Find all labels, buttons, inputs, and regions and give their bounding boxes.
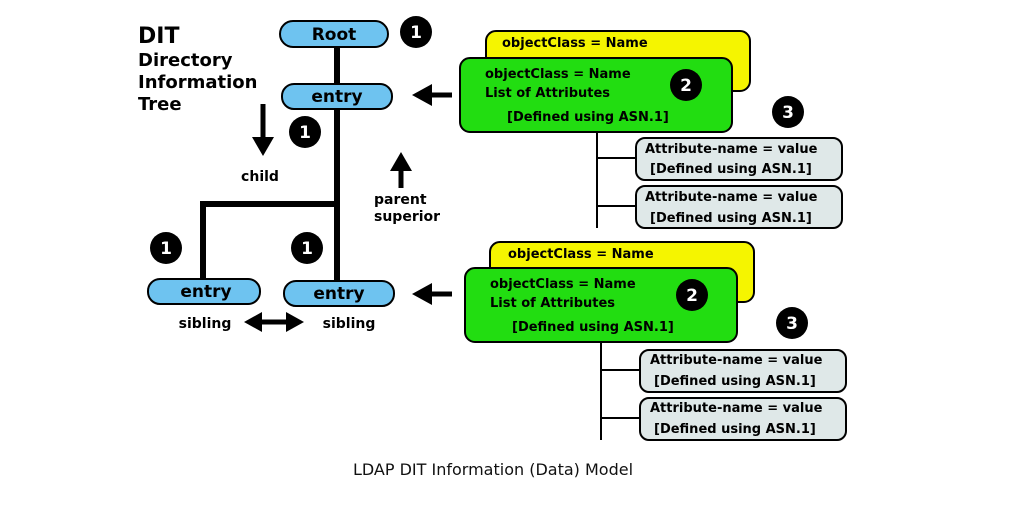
attribute-card-top-2: Attribute-name = value [Defined using AS… bbox=[635, 185, 843, 229]
svg-text:[Defined using ASN.1]: [Defined using ASN.1] bbox=[650, 211, 812, 226]
parent-arrow bbox=[390, 152, 412, 188]
svg-text:objectClass = Name: objectClass = Name bbox=[502, 36, 648, 51]
svg-text:[Defined using ASN.1]: [Defined using ASN.1] bbox=[654, 374, 816, 389]
svg-text:1: 1 bbox=[410, 23, 422, 43]
svg-text:1: 1 bbox=[301, 239, 313, 259]
sibling-right-label: sibling bbox=[323, 316, 376, 332]
svg-text:Attribute-name = value: Attribute-name = value bbox=[650, 401, 823, 416]
svg-text:2: 2 bbox=[686, 286, 698, 306]
svg-text:[Defined using ASN.1]: [Defined using ASN.1] bbox=[507, 110, 669, 125]
svg-text:Attribute-name = value: Attribute-name = value bbox=[645, 190, 818, 205]
title-line-2: Directory bbox=[138, 50, 233, 71]
parent-label: parent bbox=[374, 192, 427, 208]
svg-text:2: 2 bbox=[680, 76, 692, 96]
entry-label: entry bbox=[311, 87, 362, 107]
badge-2-top: 2 bbox=[670, 69, 702, 101]
entry-node-right: entry bbox=[283, 280, 395, 307]
attribute-card-bottom-1: Attribute-name = value [Defined using AS… bbox=[639, 349, 847, 393]
svg-text:Attribute-name = value: Attribute-name = value bbox=[650, 353, 823, 368]
svg-text:3: 3 bbox=[782, 103, 794, 123]
svg-text:objectClass = Name: objectClass = Name bbox=[485, 67, 631, 82]
diagram-title: DIT Directory Information Tree bbox=[138, 24, 257, 115]
svg-text:objectClass = Name: objectClass = Name bbox=[508, 247, 654, 262]
svg-text:List of Attributes: List of Attributes bbox=[485, 86, 610, 101]
title-line-3: Information bbox=[138, 72, 257, 93]
child-arrow bbox=[252, 104, 274, 156]
schema-group-top: objectClass = Name objectClass = Name Li… bbox=[459, 30, 843, 229]
entry-right-label: entry bbox=[313, 284, 364, 304]
sibling-branch-line bbox=[200, 201, 337, 280]
child-label: child bbox=[241, 169, 279, 185]
arrow-schema-bottom-to-entry bbox=[412, 283, 452, 305]
badge-1-left-sibling: 1 bbox=[150, 232, 182, 264]
entry-node-left: entry bbox=[147, 278, 261, 305]
svg-text:Attribute-name = value: Attribute-name = value bbox=[645, 142, 818, 157]
diagram-caption: LDAP DIT Information (Data) Model bbox=[352, 460, 634, 479]
svg-text:1: 1 bbox=[160, 239, 172, 259]
badge-1-right-sibling: 1 bbox=[291, 232, 323, 264]
sibling-left-label: sibling bbox=[179, 316, 232, 332]
entry-left-label: entry bbox=[180, 282, 231, 302]
svg-text:List of Attributes: List of Attributes bbox=[490, 296, 615, 311]
svg-text:[Defined using ASN.1]: [Defined using ASN.1] bbox=[650, 162, 812, 177]
title-line-1: DIT bbox=[138, 24, 179, 49]
attribute-card-top-1: Attribute-name = value [Defined using AS… bbox=[635, 137, 843, 181]
superior-label: superior bbox=[374, 209, 440, 225]
attr-connector-top bbox=[596, 132, 638, 228]
badge-1-child: 1 bbox=[289, 116, 321, 148]
svg-text:[Defined using ASN.1]: [Defined using ASN.1] bbox=[654, 422, 816, 437]
svg-text:1: 1 bbox=[299, 123, 311, 143]
objectclass-front-card-top: objectClass = Name List of Attributes [D… bbox=[459, 57, 733, 133]
badge-2-bottom: 2 bbox=[676, 279, 708, 311]
root-label: Root bbox=[312, 25, 357, 45]
attribute-card-bottom-2: Attribute-name = value [Defined using AS… bbox=[639, 397, 847, 441]
sibling-double-arrow bbox=[244, 312, 304, 332]
entry-node: entry bbox=[281, 83, 393, 110]
badge-3-top: 3 bbox=[772, 96, 804, 128]
svg-text:[Defined using ASN.1]: [Defined using ASN.1] bbox=[512, 320, 674, 335]
badge-1-root: 1 bbox=[400, 16, 432, 48]
arrow-schema-top-to-entry bbox=[412, 84, 452, 106]
badge-3-bottom: 3 bbox=[776, 307, 808, 339]
title-line-4: Tree bbox=[138, 94, 182, 115]
tree-connectors bbox=[200, 46, 340, 282]
attr-connector-bottom bbox=[600, 342, 642, 440]
svg-text:3: 3 bbox=[786, 314, 798, 334]
objectclass-front-card-bottom: objectClass = Name List of Attributes [D… bbox=[464, 267, 738, 343]
svg-text:objectClass = Name: objectClass = Name bbox=[490, 277, 636, 292]
root-node: Root bbox=[279, 20, 389, 48]
schema-group-bottom: objectClass = Name objectClass = Name Li… bbox=[464, 241, 847, 441]
